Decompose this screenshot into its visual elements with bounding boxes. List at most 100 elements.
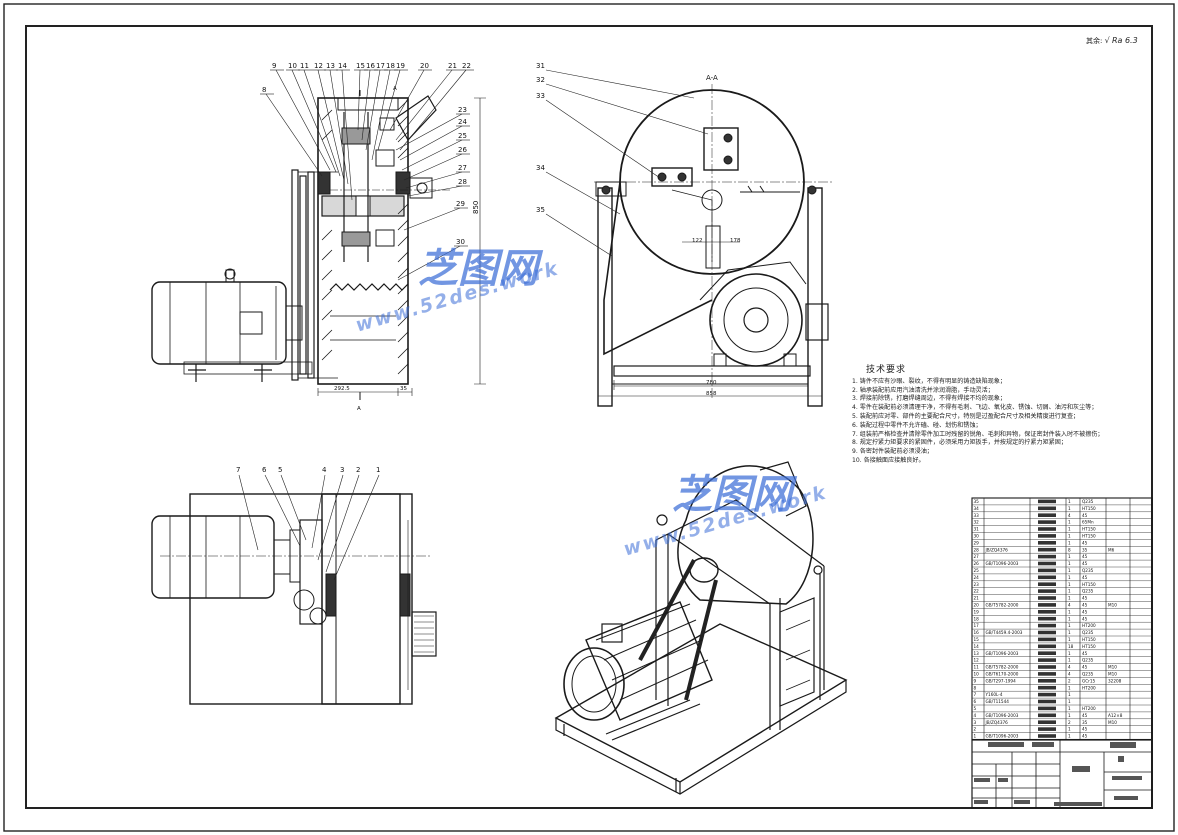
leader-line xyxy=(303,69,341,177)
bom-name-redacted xyxy=(1038,727,1056,731)
bom-cell: 9 xyxy=(974,678,977,683)
bom-cell: 25 xyxy=(974,568,980,573)
bom-cell: 21 xyxy=(974,596,980,601)
bom-cell: JB/ZQ4376 xyxy=(985,720,1009,725)
bom-name-redacted xyxy=(1038,575,1056,580)
bom-name-redacted xyxy=(1038,623,1056,628)
leader-line xyxy=(389,69,425,131)
bom-name-redacted xyxy=(1038,720,1056,724)
bom-cell: 18 xyxy=(974,616,980,621)
part-number-label: 5 xyxy=(278,466,282,474)
bom-cell: 1 xyxy=(1068,630,1071,635)
part-number-label: 28 xyxy=(458,178,467,186)
leader-line xyxy=(545,69,695,99)
bom-cell: 45 xyxy=(1082,734,1088,739)
bom-cell: 1 xyxy=(1068,589,1071,594)
bom-cell: 1 xyxy=(1068,499,1071,504)
inner-frame xyxy=(25,25,1153,809)
tech-item: 9. 各密封件装配前必须浸油； xyxy=(852,448,933,456)
bom-cell: GCr15 xyxy=(1082,678,1096,683)
tech-item: 2. 轴承装配前应用汽油清洗并涂润滑脂，手动灵活； xyxy=(852,386,994,394)
bom-cell: 1 xyxy=(1068,692,1071,697)
tech-item: 10. 各接触面应接触良好。 xyxy=(852,456,925,464)
bom-name-redacted xyxy=(1038,651,1056,655)
bom-name-redacted xyxy=(1038,582,1056,586)
bom-cell: 45 xyxy=(1082,665,1088,670)
tech-item: 8. 规定拧紧力矩要求的紧固件，必须采用力矩扳手，并按规定的拧紧力矩紧固； xyxy=(852,439,1067,447)
bom-cell: 1 xyxy=(1068,554,1071,559)
bom-cell: Q235 xyxy=(1082,568,1094,573)
bom-cell: GB/T5782-2000 xyxy=(986,665,1019,670)
bom-cell: 13 xyxy=(974,651,980,656)
part-number-label: 11 xyxy=(300,62,309,70)
bom-cell: GB/T1096-2003 xyxy=(986,734,1019,739)
leader-line xyxy=(291,69,337,173)
bom-cell: GB/T1096-2003 xyxy=(986,651,1019,656)
part-number-label: 21 xyxy=(448,62,457,70)
leader-line xyxy=(401,139,463,171)
bom-cell: 1 xyxy=(1068,596,1071,601)
bom-name-redacted xyxy=(1038,534,1056,538)
bom-cell: HT150 xyxy=(1082,637,1096,642)
bom-name-redacted xyxy=(1038,499,1056,504)
part-number-label: 26 xyxy=(458,146,467,154)
bom-cell: 29 xyxy=(974,540,980,545)
bom-cell: 45 xyxy=(1082,575,1088,580)
bom-cell: 1 xyxy=(1068,616,1071,621)
dim-front-w1: 780 xyxy=(706,380,717,386)
watermark-brand: 芝图网 xyxy=(672,472,792,518)
bom-cell: Q235 xyxy=(1082,672,1094,677)
bom-name-redacted xyxy=(1038,541,1056,545)
bom-cell: 4 xyxy=(1068,672,1071,677)
roughness-symbol-icon: √ xyxy=(1104,36,1110,45)
bom-cell: 1 xyxy=(1068,623,1071,628)
bom-cell: 45 xyxy=(1082,596,1088,601)
bom-cell: 30 xyxy=(974,534,980,539)
bom-cell: 19 xyxy=(974,609,980,614)
leader-line xyxy=(275,69,331,171)
tech-title: 技术要求 xyxy=(866,365,907,375)
part-number-label: 19 xyxy=(396,62,405,70)
tech-item: 5. 装配前应对零、部件的主要配合尺寸，特别是过盈配合尺寸及相关精度进行复查； xyxy=(852,412,1080,420)
leader-line xyxy=(365,69,381,151)
bom-cell: 4 xyxy=(1068,665,1071,670)
leader-line xyxy=(395,69,453,141)
part-number-label: 18 xyxy=(386,62,395,70)
bom-cell: A12×8 xyxy=(1108,713,1123,718)
bom-row: 21 1 45 xyxy=(974,596,1088,601)
leader-line xyxy=(357,69,361,131)
bom-name-redacted xyxy=(1038,685,1056,690)
bom-cell: 8 xyxy=(974,685,977,690)
bom-cell: Q235 xyxy=(1082,499,1094,504)
bom-cell: HT150 xyxy=(1082,506,1096,511)
bom-cell: Q235 xyxy=(1082,658,1094,663)
motor-body xyxy=(151,281,287,365)
bom-cell: 1 xyxy=(1068,575,1071,580)
leader-line xyxy=(317,474,344,561)
leader-line xyxy=(371,69,391,161)
bom-cell: 10 xyxy=(974,672,980,677)
bom-cell: GB/T11544 xyxy=(986,699,1010,704)
bom-name-redacted xyxy=(1038,658,1056,662)
bom-cell: 14 xyxy=(974,644,980,649)
leader-line xyxy=(545,213,613,257)
leader-line xyxy=(377,69,401,151)
part-number-label: 34 xyxy=(536,164,545,172)
dim-side-bottom-a: 292.5 xyxy=(334,386,350,392)
bom-cell: 1 xyxy=(1068,658,1071,663)
bom-cell: 1 xyxy=(1068,713,1071,718)
bom-name-redacted xyxy=(1038,527,1056,531)
part-number-label: 33 xyxy=(536,92,545,100)
